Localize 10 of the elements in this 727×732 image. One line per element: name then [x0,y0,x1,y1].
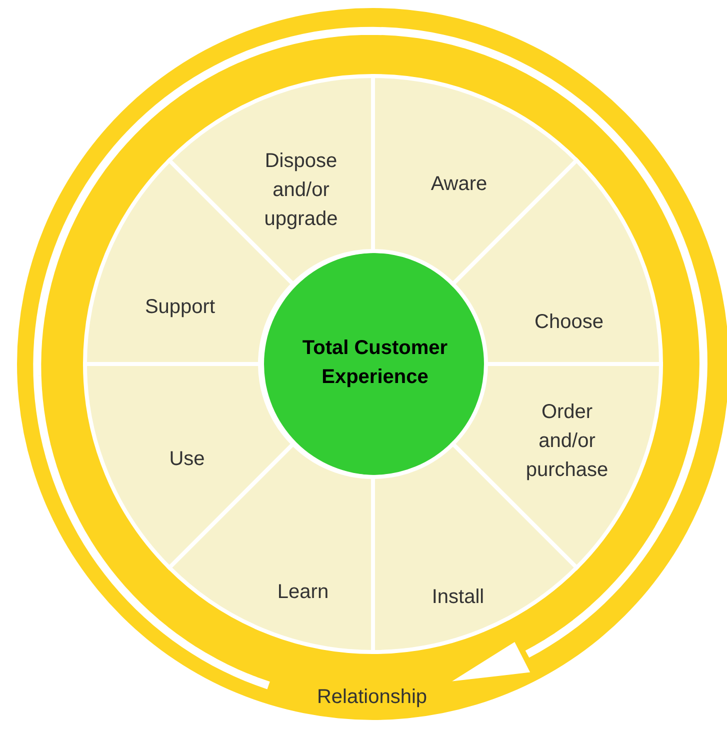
segment-label: Dispose and/or upgrade [263,148,339,232]
segment-label: Install [432,584,484,610]
segment-label: Aware [430,172,488,196]
ring-label: Relationship [316,684,428,710]
segment-label: Learn [277,580,329,604]
segment-label: Support [144,294,216,320]
segment-label: Choose [534,310,604,334]
center-label: Total Customer Experience [301,336,449,390]
segment-label: Use [169,446,205,472]
segment-label: Order and/or purchase [524,400,610,482]
